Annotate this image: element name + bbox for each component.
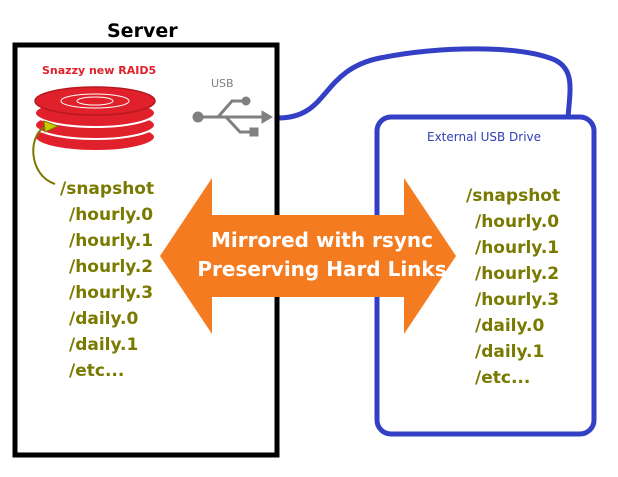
tree-item-hourly-2: /hourly.2 bbox=[69, 257, 154, 277]
tree-item-hourly-3: /hourly.3 bbox=[69, 283, 154, 303]
raid-pointer-line bbox=[32, 126, 56, 185]
usb-cable bbox=[277, 46, 573, 121]
arrow-caption-line-1: Mirrored with rsync bbox=[211, 228, 433, 252]
mirror-double-arrow bbox=[160, 178, 456, 334]
tree-root: /snapshot bbox=[466, 186, 561, 206]
tree-item-daily-0: /daily.0 bbox=[475, 316, 545, 336]
tree-item-daily-1: /daily.1 bbox=[69, 335, 139, 355]
tree-item-hourly-0: /hourly.0 bbox=[475, 212, 560, 232]
external-drive-title: External USB Drive bbox=[427, 130, 542, 144]
raid-label: Snazzy new RAID5 bbox=[42, 64, 157, 77]
tree-item-hourly-2: /hourly.2 bbox=[475, 264, 560, 284]
usb-label: USB bbox=[211, 77, 234, 90]
tree-item-daily-0: /daily.0 bbox=[69, 309, 139, 329]
arrow-caption-line-2: Preserving Hard Links bbox=[197, 257, 447, 281]
tree-item-hourly-3: /hourly.3 bbox=[475, 290, 560, 310]
tree-item-hourly-1: /hourly.1 bbox=[69, 231, 154, 251]
tree-item-hourly-1: /hourly.1 bbox=[475, 238, 560, 258]
usb-icon bbox=[192, 96, 273, 137]
tree-item-hourly-0: /hourly.0 bbox=[69, 205, 154, 225]
external-snapshot-tree: /snapshot /hourly.0 /hourly.1 /hourly.2 … bbox=[466, 183, 560, 391]
tree-item-daily-1: /daily.1 bbox=[475, 342, 545, 362]
tree-item-etc: /etc... bbox=[69, 361, 125, 381]
server-snapshot-tree: /snapshot /hourly.0 /hourly.1 /hourly.2 … bbox=[60, 176, 154, 384]
tree-item-etc: /etc... bbox=[475, 368, 531, 388]
tree-root: /snapshot bbox=[60, 179, 155, 199]
server-title: Server bbox=[107, 20, 178, 42]
raid-disk-icon bbox=[34, 86, 156, 152]
